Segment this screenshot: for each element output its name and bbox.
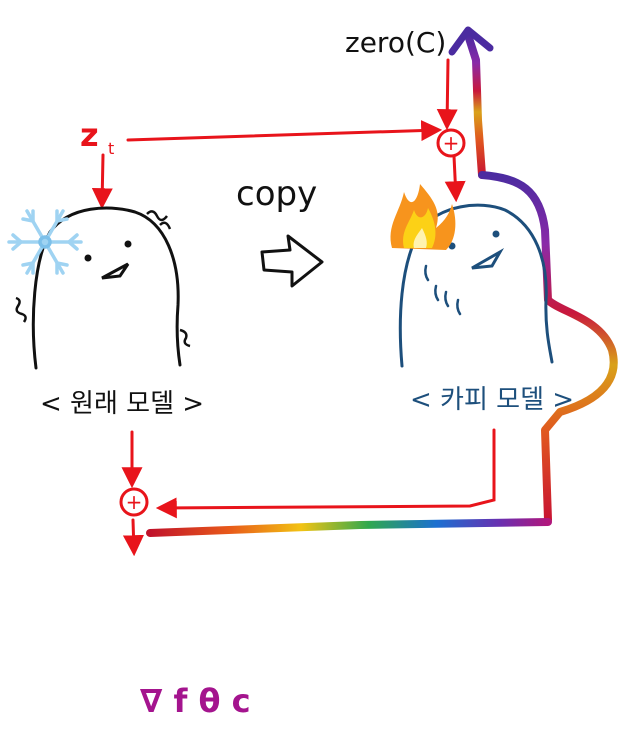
snowflake-icon bbox=[7, 209, 83, 275]
copy-arrow-icon bbox=[260, 234, 324, 288]
plus-symbol-bottom: + bbox=[126, 490, 143, 514]
rainbow-up-head bbox=[448, 26, 494, 56]
plus-symbol-top: + bbox=[443, 131, 460, 155]
original-model-label: < 원래 모델 > bbox=[40, 389, 204, 419]
z-input-label: z bbox=[80, 116, 99, 154]
copy-model bbox=[398, 203, 554, 368]
red-arrows bbox=[91, 58, 496, 557]
arrow-zeroc-to-plus bbox=[436, 58, 458, 131]
original-model-scribble bbox=[15, 296, 27, 323]
copy-model-beak bbox=[471, 247, 505, 270]
rainbow-outer-loop bbox=[478, 171, 618, 524]
original-model-eye bbox=[124, 240, 132, 248]
rainbow-up-arrow bbox=[464, 31, 486, 179]
arrow-copy-to-plus bbox=[155, 428, 496, 519]
output-label: ∇ f θ c bbox=[140, 682, 251, 720]
plus-circle-icon: + bbox=[436, 128, 466, 158]
original-model-scribble bbox=[179, 328, 191, 348]
copy-label: copy bbox=[236, 174, 317, 214]
original-model-body bbox=[31, 206, 182, 370]
fire-icon bbox=[390, 184, 456, 250]
original-model-eye bbox=[84, 254, 92, 262]
zero-conv-label: zero(C) bbox=[345, 26, 446, 59]
z-input-subscript: t bbox=[108, 139, 114, 158]
copy-model-eye bbox=[492, 230, 500, 238]
arrow-z-to-original bbox=[91, 153, 113, 210]
plus-circle-icon: + bbox=[119, 487, 149, 517]
copy-model-tears bbox=[424, 264, 462, 316]
arrow-plus-down bbox=[122, 518, 144, 557]
original-model-beak bbox=[101, 262, 130, 280]
rainbow-bottom bbox=[146, 518, 552, 537]
original-model-scribble bbox=[146, 210, 172, 230]
rainbow-path bbox=[146, 26, 618, 664]
copy-model-label: < 카피 모델 > bbox=[410, 385, 574, 415]
original-model bbox=[15, 206, 191, 370]
arrow-plus-to-copy bbox=[444, 154, 466, 203]
arrow-z-to-copy-plus bbox=[126, 120, 443, 142]
copy-model-body bbox=[398, 203, 554, 368]
